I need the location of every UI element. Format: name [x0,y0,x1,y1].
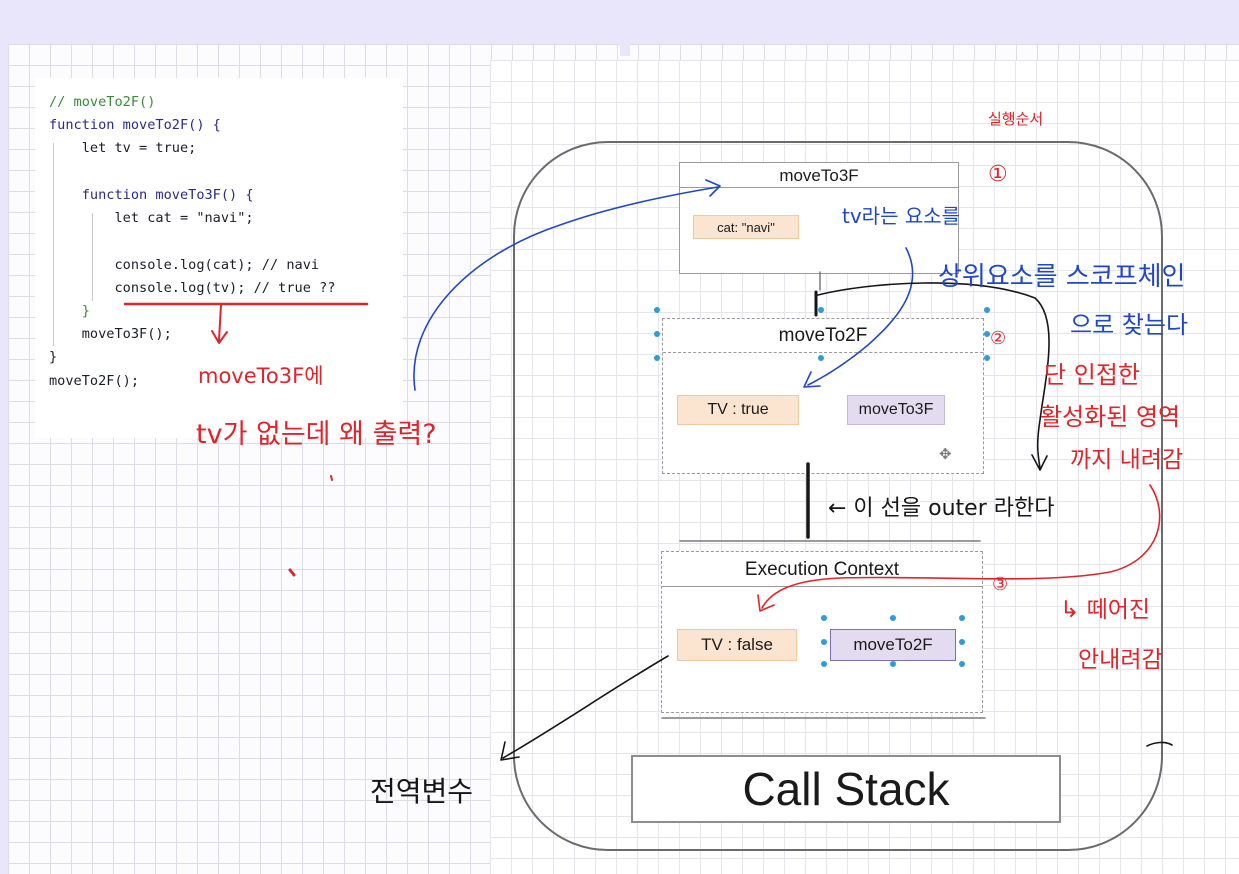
variable-pill: cat: "navi" [693,215,799,239]
call-stack-frame [513,141,1163,851]
ink-mark [330,475,333,481]
annotation-red: ② [990,328,1007,349]
code-line: let tv = true; [49,140,197,156]
annotation-blue: tv라는 요소를 [842,204,961,228]
variable-pill: TV : false [677,629,797,661]
canvas-seam [620,44,630,56]
selection-handle[interactable] [654,355,660,361]
selection-handle[interactable] [821,639,827,645]
annotation-black: ← 이 선을 outer 라한다 [828,496,1055,521]
annotation-red: 실행순서 [988,110,1044,128]
annotation-red: ① [988,162,1008,187]
ink-arrow [817,282,1050,471]
function-pill: moveTo3F [847,395,945,425]
ink-arrow [211,304,228,344]
selection-handle[interactable] [821,661,827,667]
function-pill[interactable]: moveTo2F [830,629,956,661]
ink-mark [288,568,296,577]
variable-pill: TV : true [677,395,799,425]
code-line: moveTo3F(); [49,326,172,342]
selection-handle[interactable] [959,615,965,621]
selection-handle[interactable] [890,661,896,667]
annotation-red: ③ [992,574,1009,595]
code-line: console.log(tv); // true ?? [49,280,336,296]
selection-handle[interactable] [654,331,660,337]
frame-moveto3f[interactable]: moveTo3F cat: "navi" [679,162,959,274]
selection-handle[interactable] [654,307,660,313]
selection-handle[interactable] [890,615,896,621]
code-line: console.log(cat); // navi [49,257,320,273]
selection-handle[interactable] [818,307,824,313]
annotation-blue: 상위요소를 스코프체인 [938,262,1186,292]
selection-handle[interactable] [984,331,990,337]
annotation-red: 안내려감 [1078,647,1163,673]
indent-guide [92,213,93,301]
ink-arrow [757,484,1161,612]
indent-guide [53,143,54,346]
annotation-red: ↳ 떼어진 [1060,597,1151,623]
selection-handle[interactable] [818,355,824,361]
annotation-red: tv가 없는데 왜 출력? [196,419,437,450]
top-toolbar-area [0,0,1239,44]
selection-handle[interactable] [984,355,990,361]
code-screenshot[interactable]: // moveTo2F() function moveTo2F() { let … [35,78,403,438]
code-line: let cat = "navi"; [49,210,254,226]
code-line: } [49,349,58,365]
code-line: function moveTo3F() { [49,187,254,203]
frame-title: moveTo3F [680,163,958,188]
code-line: } [49,303,90,319]
annotation-red: 단 인접한 [1044,361,1140,389]
move-icon: ✥ [939,445,952,463]
annotation-red: moveTo3F에 [198,364,324,388]
annotation-black: 전역변수 [370,775,474,808]
ink-arrow [413,179,721,391]
code-line: function moveTo2F() { [49,117,221,133]
annotation-red: 까지 내려감 [1070,447,1184,473]
call-stack-label[interactable]: Call Stack [631,755,1061,823]
frame-moveto2f[interactable]: moveTo2F TV : true moveTo3F ✥ [662,318,984,474]
selection-handle[interactable] [984,307,990,313]
selection-handle[interactable] [959,639,965,645]
ink-mark [1146,741,1173,747]
ink-arrow [803,247,914,388]
frame-title: moveTo2F [663,319,983,353]
code-line: // moveTo2F() [49,94,156,110]
ink-arrow [500,655,669,761]
annotation-blue: 으로 찾는다 [1070,311,1189,339]
frame-title: Execution Context [662,552,982,587]
annotation-red: 활성화된 영역 [1040,403,1181,431]
code-line: moveTo2F(); [49,373,140,389]
selection-handle[interactable] [959,661,965,667]
selection-handle[interactable] [821,615,827,621]
